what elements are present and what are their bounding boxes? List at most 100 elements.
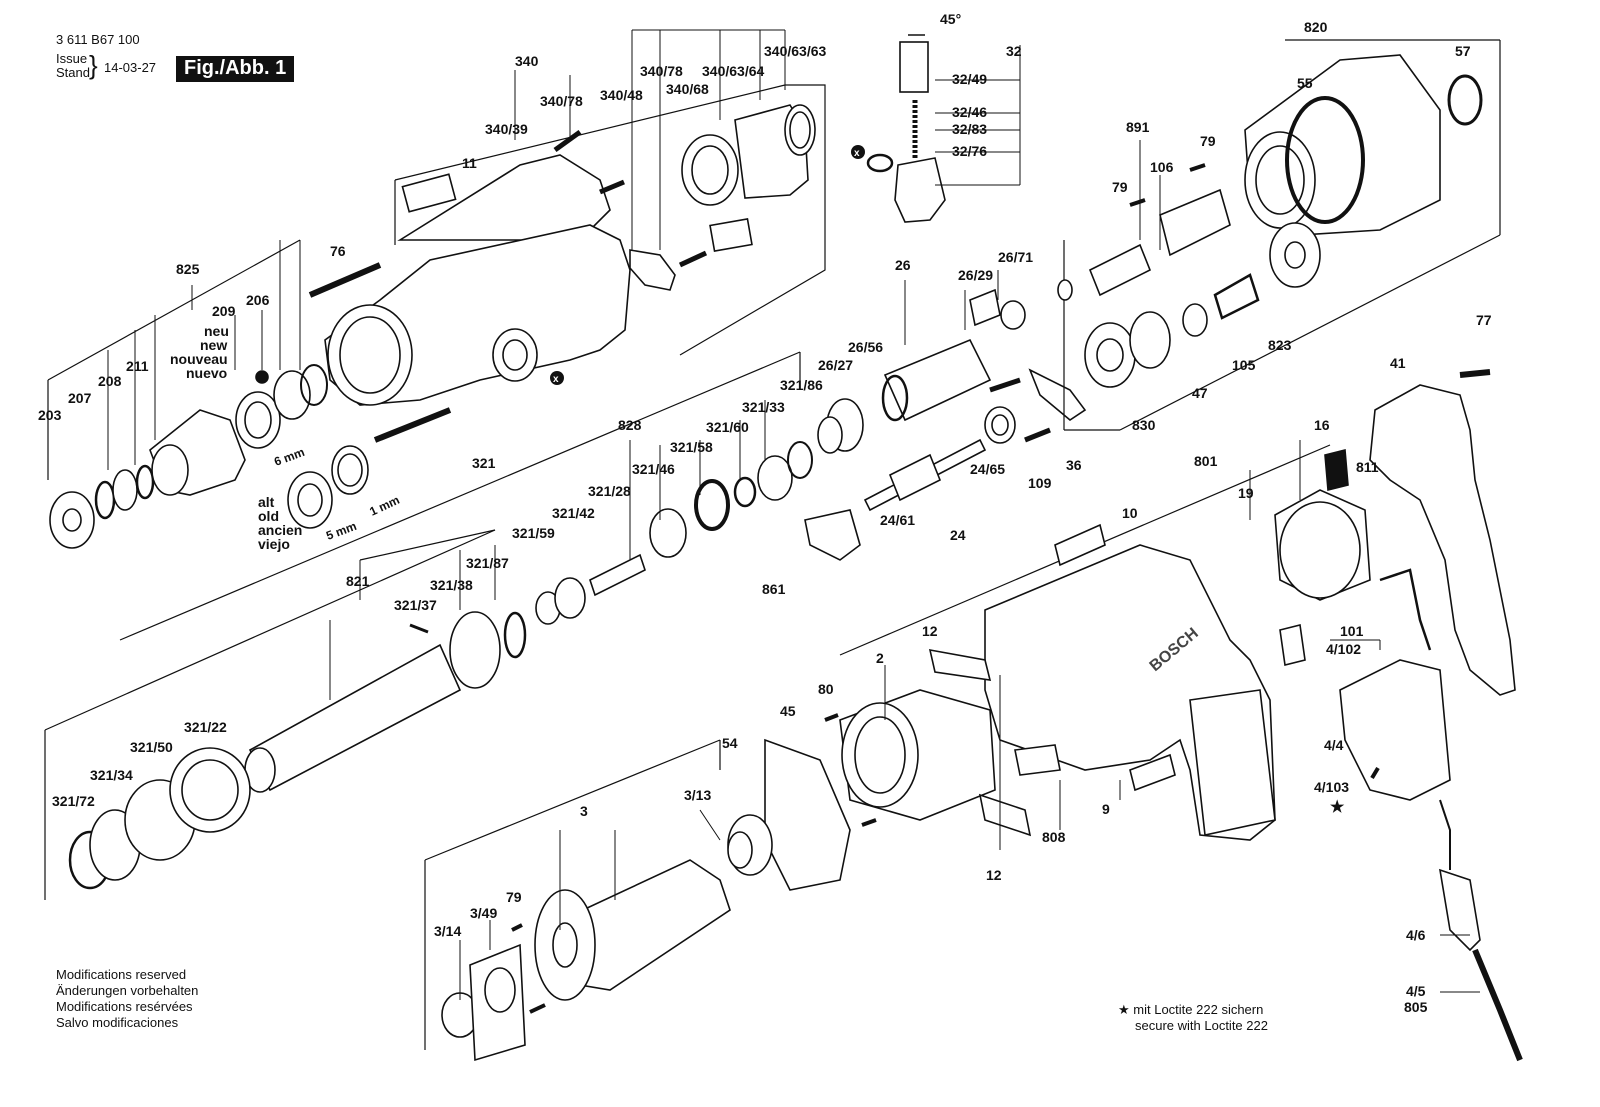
part-label: 32/83 bbox=[952, 121, 987, 137]
x-marker-label: x bbox=[553, 374, 559, 385]
part-label: 4/103 bbox=[1314, 779, 1349, 795]
part-label: 811 bbox=[1356, 459, 1379, 475]
brace-glyph: } bbox=[89, 50, 98, 80]
part-label: old bbox=[258, 508, 279, 524]
gear-housing-820 bbox=[1244, 54, 1483, 288]
loctite-de: mit Loctite 222 sichern bbox=[1133, 1002, 1264, 1017]
part-label: 36 bbox=[1066, 457, 1082, 473]
part-label: 828 bbox=[618, 417, 642, 433]
issue-date: 14-03-27 bbox=[104, 60, 157, 75]
part-label: 891 bbox=[1126, 119, 1150, 135]
motor-assembly bbox=[441, 489, 1371, 1062]
x-markers: x x bbox=[550, 145, 865, 385]
part-label: 321/50 bbox=[130, 739, 173, 755]
part-label: 801 bbox=[1194, 453, 1218, 469]
part-label: 321/46 bbox=[632, 461, 675, 477]
issue-label: Issue bbox=[56, 51, 88, 66]
part-label: 101 bbox=[1340, 623, 1364, 639]
part-label: 861 bbox=[762, 581, 786, 597]
part-label: 41 bbox=[1390, 355, 1406, 371]
part-label: 203 bbox=[38, 407, 62, 423]
part-label: nuevo bbox=[186, 365, 227, 381]
part-label: 825 bbox=[176, 261, 200, 277]
part-label: 26/71 bbox=[998, 249, 1033, 265]
part-label: 340 bbox=[515, 53, 539, 69]
part-label: 55 bbox=[1297, 75, 1313, 91]
part-label: 321/58 bbox=[670, 439, 713, 455]
part-label: 24/61 bbox=[880, 512, 915, 528]
part-label: 32/76 bbox=[952, 143, 987, 159]
loctite-en: secure with Loctite 222 bbox=[1135, 1018, 1268, 1033]
part-label: 16 bbox=[1314, 417, 1330, 433]
part-label: 321/22 bbox=[184, 719, 227, 735]
part-label: 823 bbox=[1268, 337, 1292, 353]
part-label: 12 bbox=[922, 623, 938, 639]
part-label: 47 bbox=[1192, 385, 1208, 401]
part-label: 321/72 bbox=[52, 793, 95, 809]
part-label: 57 bbox=[1455, 43, 1471, 59]
part-label: 26/29 bbox=[958, 267, 993, 283]
modifications-es: Salvo modificaciones bbox=[56, 1015, 179, 1030]
part-label: ancien bbox=[258, 522, 302, 538]
part-label: 321/60 bbox=[706, 419, 749, 435]
part-label: 12 bbox=[986, 867, 1002, 883]
part-label: 321/38 bbox=[430, 577, 473, 593]
part-label: 340/78 bbox=[640, 63, 683, 79]
part-labels: 340 340/78 340/78 340/63/64 340/63/63 34… bbox=[38, 11, 1492, 1015]
part-label: 340/39 bbox=[485, 121, 528, 137]
part-label: 211 bbox=[126, 358, 149, 374]
part-label: 2 bbox=[876, 650, 884, 666]
part-label: 207 bbox=[68, 390, 92, 406]
document-number: 3 611 B67 100 bbox=[56, 32, 140, 47]
part-label: 80 bbox=[818, 681, 834, 697]
part-label: 11 bbox=[462, 155, 477, 171]
part-label: 54 bbox=[722, 735, 738, 751]
part-label: 3/49 bbox=[470, 905, 497, 921]
part-label: 32 bbox=[1006, 43, 1022, 59]
part-label: 9 bbox=[1102, 801, 1110, 817]
part-label: 4/4 bbox=[1324, 737, 1344, 753]
part-label: 3/14 bbox=[434, 923, 461, 939]
modifications-fr: Modifications resérvées bbox=[56, 999, 193, 1014]
x-marker-icon bbox=[851, 145, 865, 159]
part-label: 76 bbox=[330, 243, 346, 259]
part-label: 4/102 bbox=[1326, 641, 1361, 657]
part-label: 45 bbox=[780, 703, 796, 719]
part-label: 3 bbox=[580, 803, 588, 819]
x-marker-label: x bbox=[854, 148, 860, 159]
modifications-en: Modifications reserved bbox=[56, 967, 187, 982]
part-label: 45° bbox=[940, 11, 961, 27]
stand-label: Stand bbox=[56, 65, 90, 80]
part-label: 79 bbox=[506, 889, 522, 905]
part-label: 340/68 bbox=[666, 81, 709, 97]
group-frames bbox=[44, 39, 1501, 1050]
shaft-24 bbox=[804, 438, 987, 561]
part-label: 340/63/64 bbox=[702, 63, 764, 79]
part-label: 321/34 bbox=[90, 767, 133, 783]
switch-4 bbox=[1279, 448, 1451, 801]
part-label: 32/49 bbox=[952, 71, 987, 87]
part-label: 79 bbox=[1112, 179, 1128, 195]
hammer-housing-340 bbox=[324, 154, 631, 406]
part-label: 321/42 bbox=[552, 505, 595, 521]
part-label: 340/78 bbox=[540, 93, 583, 109]
part-label: 805 bbox=[1404, 999, 1428, 1015]
loctite-note: ★ mit Loctite 222 sichern secure with Lo… bbox=[1118, 1002, 1268, 1034]
part-label: 820 bbox=[1304, 19, 1328, 35]
power-cord-4-5 bbox=[1438, 799, 1523, 1062]
part-label: 106 bbox=[1150, 159, 1174, 175]
part-label: 26/56 bbox=[848, 339, 883, 355]
dimension-label: 5 mm bbox=[324, 519, 358, 543]
part-label: nouveau bbox=[170, 351, 228, 367]
leader-lines bbox=[107, 29, 1480, 1000]
part-label: 19 bbox=[1238, 485, 1254, 501]
hammer-tube-821 bbox=[68, 611, 527, 890]
part-label: 4/6 bbox=[1406, 927, 1426, 943]
part-label: 340/63/63 bbox=[764, 43, 826, 59]
dimension-label: 1 mm bbox=[367, 493, 401, 519]
part-label: 321/59 bbox=[512, 525, 555, 541]
part-label: 79 bbox=[1200, 133, 1216, 149]
part-label: 321/86 bbox=[780, 377, 823, 393]
figure-label: Fig./Abb. 1 bbox=[176, 56, 295, 82]
